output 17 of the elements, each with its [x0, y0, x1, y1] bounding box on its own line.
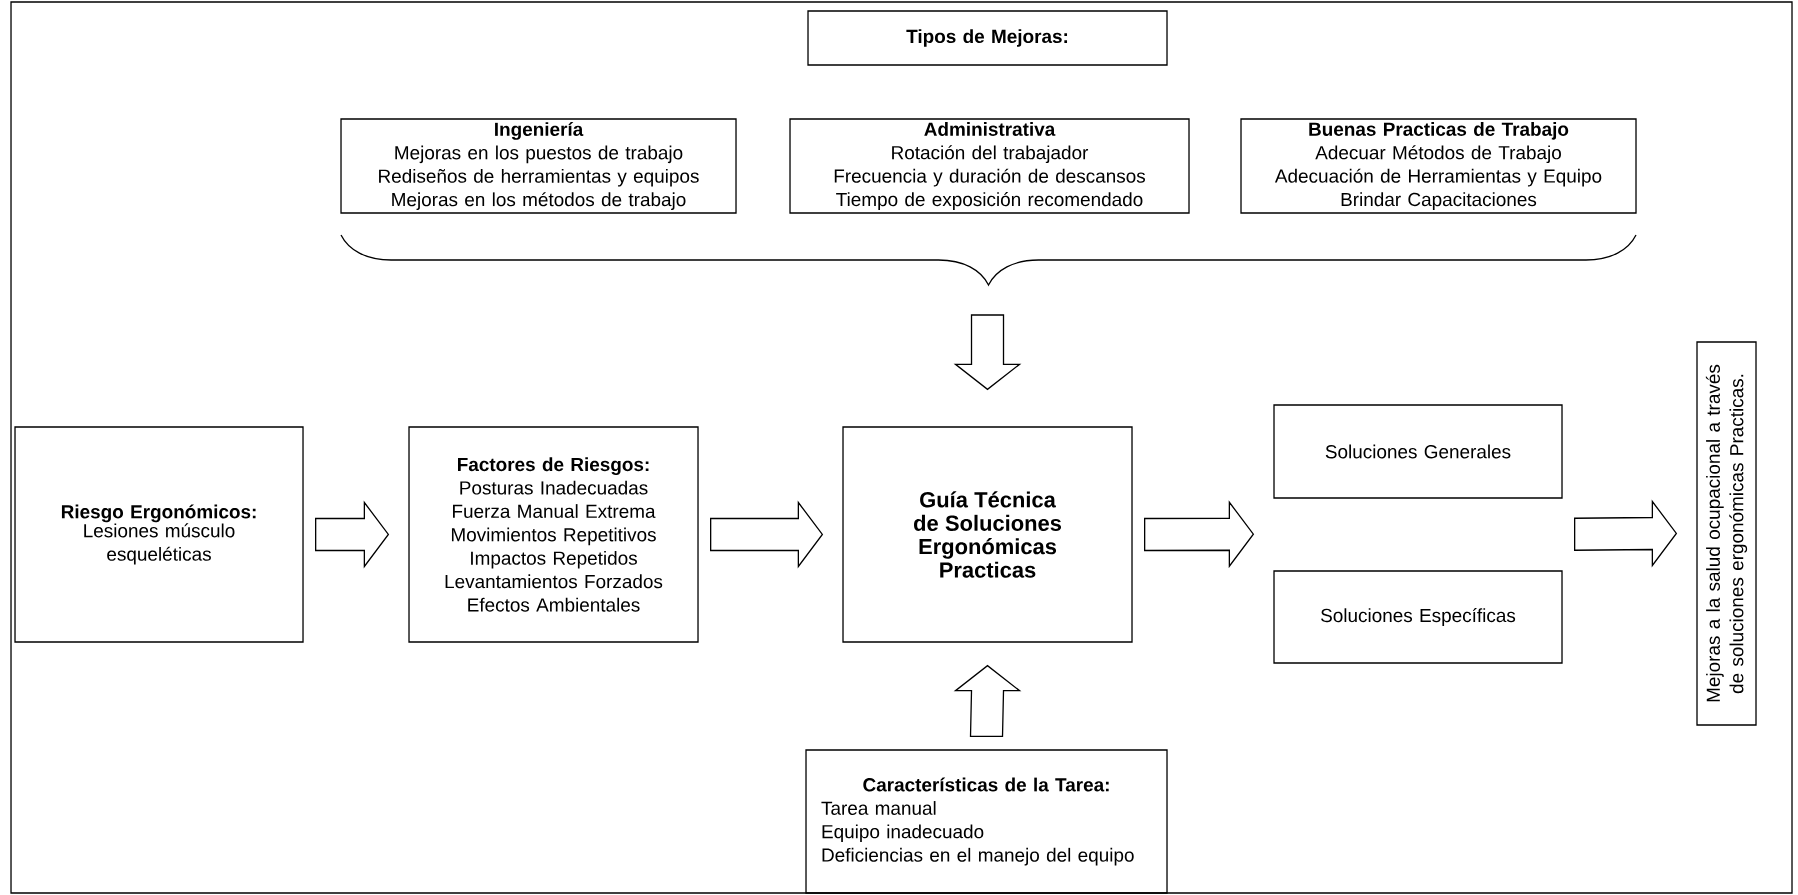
category-box: Administrativa Rotación del trabajador Frecuencia y duración de descansos Tiempo de exposición recomendado — [789, 118, 1190, 214]
process-box: Guía Técnica de Soluciones Ergonómicas Practicas — [842, 426, 1133, 643]
process-box: Características de la Tarea: Tarea manual Equipo inadecuado Deficiencias en el manejo del equipo — [805, 749, 1168, 894]
block-arrow — [315, 500, 390, 569]
category-box: Ingeniería Mejoras en los puestos de trabajo Rediseños de herramientas y equipos Mejoras en los métodos de trabajo — [340, 118, 737, 214]
process-box: Soluciones Específicas — [1273, 570, 1563, 664]
block-arrow — [710, 500, 824, 569]
category-box: Buenas Practicas de Trabajo Adecuar Métodos de Trabajo Adecuación de Herramientas y Equipo Brindar Capacitaciones — [1240, 118, 1637, 214]
block-arrow — [953, 314, 1022, 391]
block-arrow — [1574, 499, 1678, 568]
process-box: Riesgo Ergonómicos: Lesiones músculo esqueléticas — [14, 426, 304, 643]
block-arrow — [953, 664, 1022, 737]
process-box: Factores de Riesgos: Posturas Inadecuadas Fuerza Manual Extrema Movimientos Repetitivos Impactos Repetidos Levantamientos Forzados Efectos Ambientales — [408, 426, 699, 643]
block-arrow — [1144, 500, 1255, 569]
result-box: Mejoras a la salud ocupacional a través de soluciones ergonómicas Practicas. — [1696, 341, 1757, 726]
heading-box: Tipos de Mejoras: — [807, 10, 1168, 66]
process-box: Soluciones Generales — [1273, 404, 1563, 499]
